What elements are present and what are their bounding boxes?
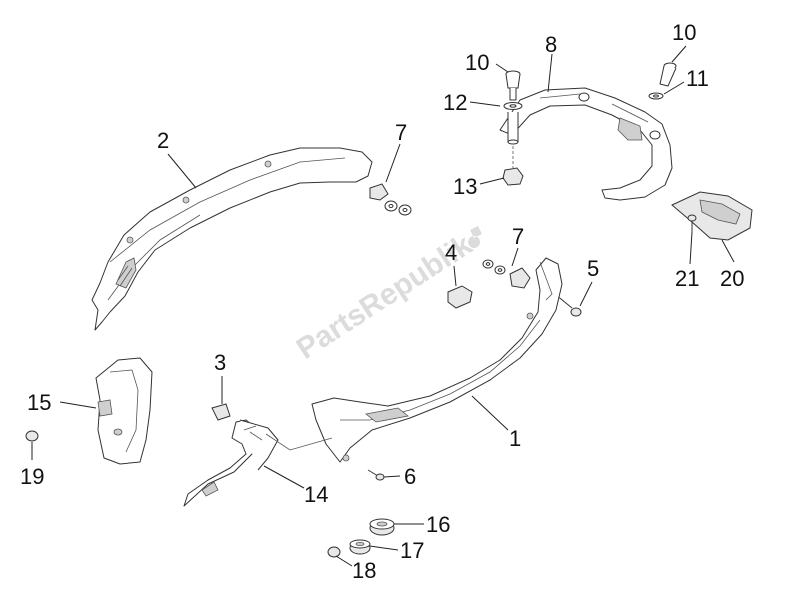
callout-17: 17: [400, 538, 424, 563]
callout-6: 6: [404, 464, 416, 489]
leader-14: [263, 465, 305, 489]
callout-15: 15: [27, 390, 51, 415]
callout-7-lower: 7: [512, 224, 524, 249]
part-19-nut: [25, 430, 39, 442]
part-14-lower-bracket: [183, 419, 279, 507]
callout-21: 21: [675, 266, 699, 291]
leader-4: [453, 265, 457, 287]
callout-10-right: 10: [672, 20, 696, 45]
part-3-clip: [211, 403, 231, 421]
part-13-nut: [502, 167, 524, 186]
part-16-grommet: [369, 518, 395, 536]
part-18-nut: [327, 546, 341, 558]
leader-lines: [31, 45, 735, 567]
leader-21: [689, 231, 693, 265]
part-spacer-tube: [507, 112, 519, 145]
callout-8: 8: [545, 32, 557, 57]
part-2-side-cover-left: [91, 147, 373, 331]
part-4-clip: [447, 285, 473, 309]
part-10-bolt-right: [659, 62, 677, 87]
part-12-washer: [503, 102, 523, 110]
callout-18: 18: [352, 558, 376, 583]
part-1-side-cover-right: [311, 257, 563, 463]
callout-13: 13: [453, 174, 477, 199]
callout-19: 19: [20, 464, 44, 489]
leader-6: [383, 475, 401, 478]
callout-10-left: 10: [465, 50, 489, 75]
leader-15: [59, 401, 97, 409]
leader-10a: [495, 63, 509, 73]
leader-20: [721, 239, 735, 263]
callout-2: 2: [157, 128, 169, 153]
callout-3: 3: [214, 350, 226, 375]
leader-18: [335, 555, 353, 567]
leader-17: [369, 545, 399, 551]
callout-11: 11: [686, 66, 709, 91]
callout-12: 12: [443, 90, 467, 115]
callout-20: 20: [720, 266, 744, 291]
leader-10b: [671, 45, 687, 63]
leader-1: [471, 395, 509, 431]
callout-7-upper: 7: [395, 120, 407, 145]
part-20-rail-end-cover: [671, 191, 753, 241]
part-17-grommet: [349, 539, 371, 555]
leader-7a: [385, 143, 401, 183]
part-8-grab-rail: [499, 87, 673, 201]
connector-line-14-to-1: [265, 433, 333, 451]
leader-2: [167, 153, 197, 189]
callout-14: 14: [304, 482, 328, 507]
leader-13: [479, 177, 505, 185]
callout-1: 1: [509, 426, 521, 451]
callout-5: 5: [587, 256, 599, 281]
leader-7b: [511, 247, 519, 267]
part-15-inner-bracket: [95, 357, 153, 465]
part-7-grommet-upper: [369, 183, 412, 216]
leader-12: [469, 101, 501, 107]
part-21-screw: [687, 214, 697, 232]
leader-8: [547, 53, 553, 93]
leader-11: [663, 81, 685, 95]
part-11-washer: [648, 92, 664, 100]
part-10-bolt-left: [505, 70, 521, 101]
callout-labels: 1 2 3 4 5 6 7 7 8 10 10 11 12 13 14 15 1…: [20, 20, 744, 583]
part-6-screw: [367, 469, 385, 481]
callout-4: 4: [445, 240, 457, 265]
leader-5: [579, 281, 593, 307]
callout-16: 16: [426, 512, 450, 537]
part-7-grommet-lower: [482, 259, 531, 289]
watermark-gear-icon: [468, 226, 482, 248]
